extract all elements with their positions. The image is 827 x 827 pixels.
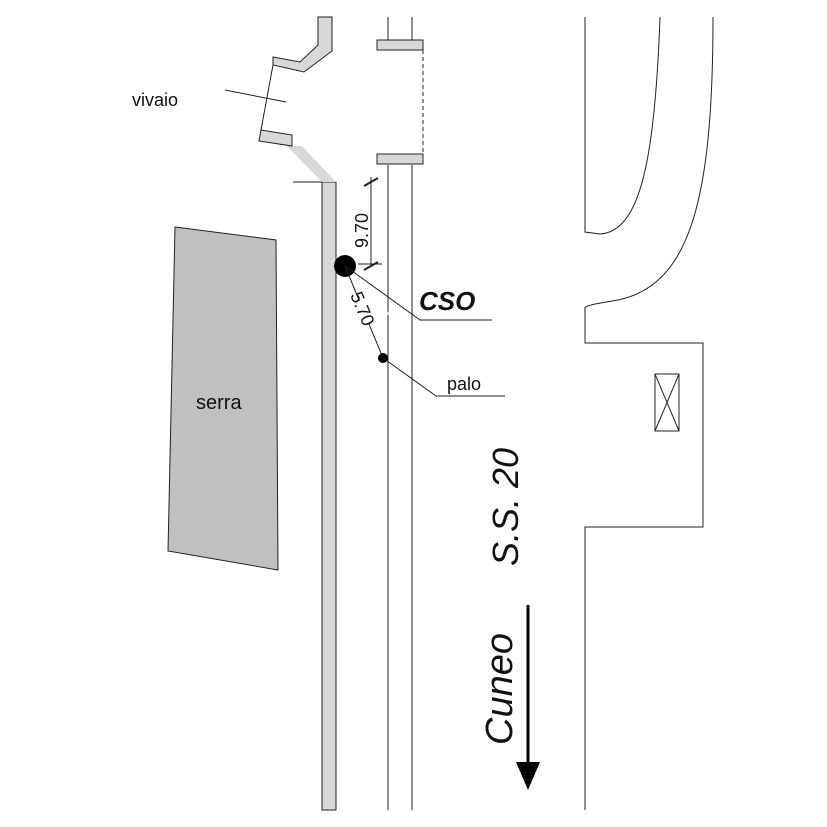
gate-bar-top xyxy=(376,39,424,51)
serra-label: serra xyxy=(196,392,242,414)
dimension-5-70-mask xyxy=(339,292,389,332)
boundary-wall xyxy=(321,181,337,811)
crossed-box-icon xyxy=(654,373,680,432)
vivaio-label: vivaio xyxy=(132,90,178,110)
gate-bar-bottom xyxy=(376,153,424,165)
cso-label: CSO xyxy=(419,286,475,316)
palo-label: palo xyxy=(447,374,481,394)
vivaio-building xyxy=(258,16,333,147)
dimension-9-70 xyxy=(358,177,382,271)
direction-label: Cuneo xyxy=(479,633,521,745)
arrow-down-icon xyxy=(516,605,540,790)
serra-greenhouse xyxy=(167,226,279,571)
road-name-label: S.S. 20 xyxy=(485,448,526,566)
cso-leader xyxy=(344,265,492,321)
right-road-edge xyxy=(584,16,714,810)
vivaio-diagonal-wall xyxy=(287,146,336,182)
vivaio-leader xyxy=(224,89,287,103)
junction-dashed xyxy=(585,342,704,528)
palo-leader xyxy=(382,357,505,397)
dimension-9-70-label: 9.70 xyxy=(352,213,372,248)
